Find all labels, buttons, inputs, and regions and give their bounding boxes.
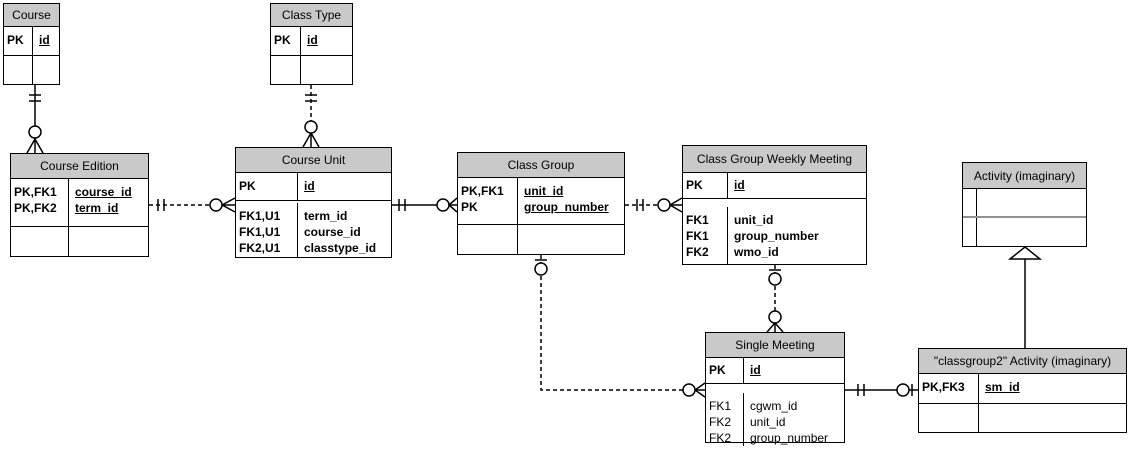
- key-flag: FK2,U1: [239, 241, 281, 255]
- relationship-classtype-course-unit: [302, 85, 320, 148]
- relationship-cgwm-single-meeting: [766, 265, 784, 333]
- attribute-name: id: [750, 363, 761, 377]
- entity-title: Class Group: [458, 153, 624, 178]
- key-flag: FK1: [709, 399, 732, 413]
- entity-course-edition: Course Edition PK,FK1 PK,FK2 course_id t…: [10, 153, 149, 257]
- attribute-name: id: [307, 33, 318, 47]
- entity-class-type: Class Type PK id: [270, 3, 353, 85]
- inheritance-arrow: [1007, 246, 1043, 349]
- relationship-single-meeting-classgroup2: [845, 383, 918, 397]
- attribute-name: cgwm_id: [750, 399, 798, 413]
- entity-course: Course PK id: [3, 3, 60, 85]
- attribute-name: id: [39, 33, 50, 47]
- attribute-name: unit_id: [734, 213, 774, 227]
- entity-classgroup2-activity: "classgroup2" Activity (imaginary) PK,FK…: [918, 348, 1127, 433]
- entity-title: Class Type: [271, 4, 352, 27]
- attribute-name: group_number: [734, 229, 819, 243]
- key-flag: PK,FK3: [922, 380, 965, 394]
- key-flag: PK: [7, 33, 24, 47]
- attribute-name: term_id: [75, 201, 119, 215]
- key-flag: FK1,U1: [239, 209, 281, 223]
- entity-title: Single Meeting: [706, 333, 844, 358]
- attribute-name: course_id: [75, 185, 132, 199]
- attribute-name: unit_id: [750, 415, 786, 429]
- key-flag: PK: [239, 179, 256, 193]
- key-flag: PK: [686, 178, 703, 192]
- key-flag: FK1,U1: [239, 225, 281, 239]
- entity-class-group: Class Group PK,FK1 PK unit_id group_numb…: [457, 152, 625, 255]
- attribute-name: unit_id: [524, 184, 564, 198]
- relationship-course-unit-class-group: [391, 197, 458, 213]
- attribute-name: group_number: [750, 431, 829, 445]
- entity-title: "classgroup2" Activity (imaginary): [919, 349, 1126, 374]
- attribute-name: wmo_id: [734, 245, 779, 259]
- key-flag: FK2: [709, 431, 732, 445]
- key-flag: FK1: [686, 213, 709, 227]
- key-flag: PK,FK2: [14, 201, 57, 215]
- entity-course-unit: Course Unit PK id FK1,U1 FK1,U1 FK2,U1 t…: [235, 147, 392, 258]
- attribute-name: sm_id: [985, 380, 1020, 394]
- relationship-class-group-cgwm: [625, 197, 683, 213]
- attribute-name: group_number: [524, 200, 609, 214]
- attribute-name: classtype_id: [304, 241, 377, 255]
- relationship-class-group-single-meeting: [534, 255, 706, 398]
- key-flag: FK2: [709, 415, 732, 429]
- relationship-course-course-edition: [26, 85, 44, 154]
- entity-single-meeting: Single Meeting PK id FK1 FK2 FK2 cgwm_id…: [705, 332, 845, 446]
- entity-activity-imaginary: Activity (imaginary): [962, 162, 1087, 247]
- key-flag: PK: [461, 200, 478, 214]
- attribute-name: term_id: [304, 209, 348, 223]
- key-flag: PK: [709, 363, 726, 377]
- key-flag: FK2: [686, 245, 709, 259]
- attribute-name: course_id: [304, 225, 361, 239]
- entity-title: Course: [4, 4, 59, 27]
- attribute-name: id: [734, 178, 745, 192]
- entity-title: Course Edition: [11, 154, 148, 179]
- key-flag: PK,FK1: [461, 184, 504, 198]
- key-flag: PK,FK1: [14, 185, 57, 199]
- attribute-name: id: [304, 179, 315, 193]
- entity-title: Activity (imaginary): [963, 163, 1086, 189]
- relationship-course-edition-course-unit: [149, 197, 236, 213]
- entity-class-group-weekly-meeting: Class Group Weekly Meeting PK id FK1 FK1…: [682, 145, 867, 265]
- entity-title: Class Group Weekly Meeting: [683, 146, 866, 173]
- key-flag: PK: [274, 33, 291, 47]
- entity-title: Course Unit: [236, 148, 391, 173]
- key-flag: FK1: [686, 229, 709, 243]
